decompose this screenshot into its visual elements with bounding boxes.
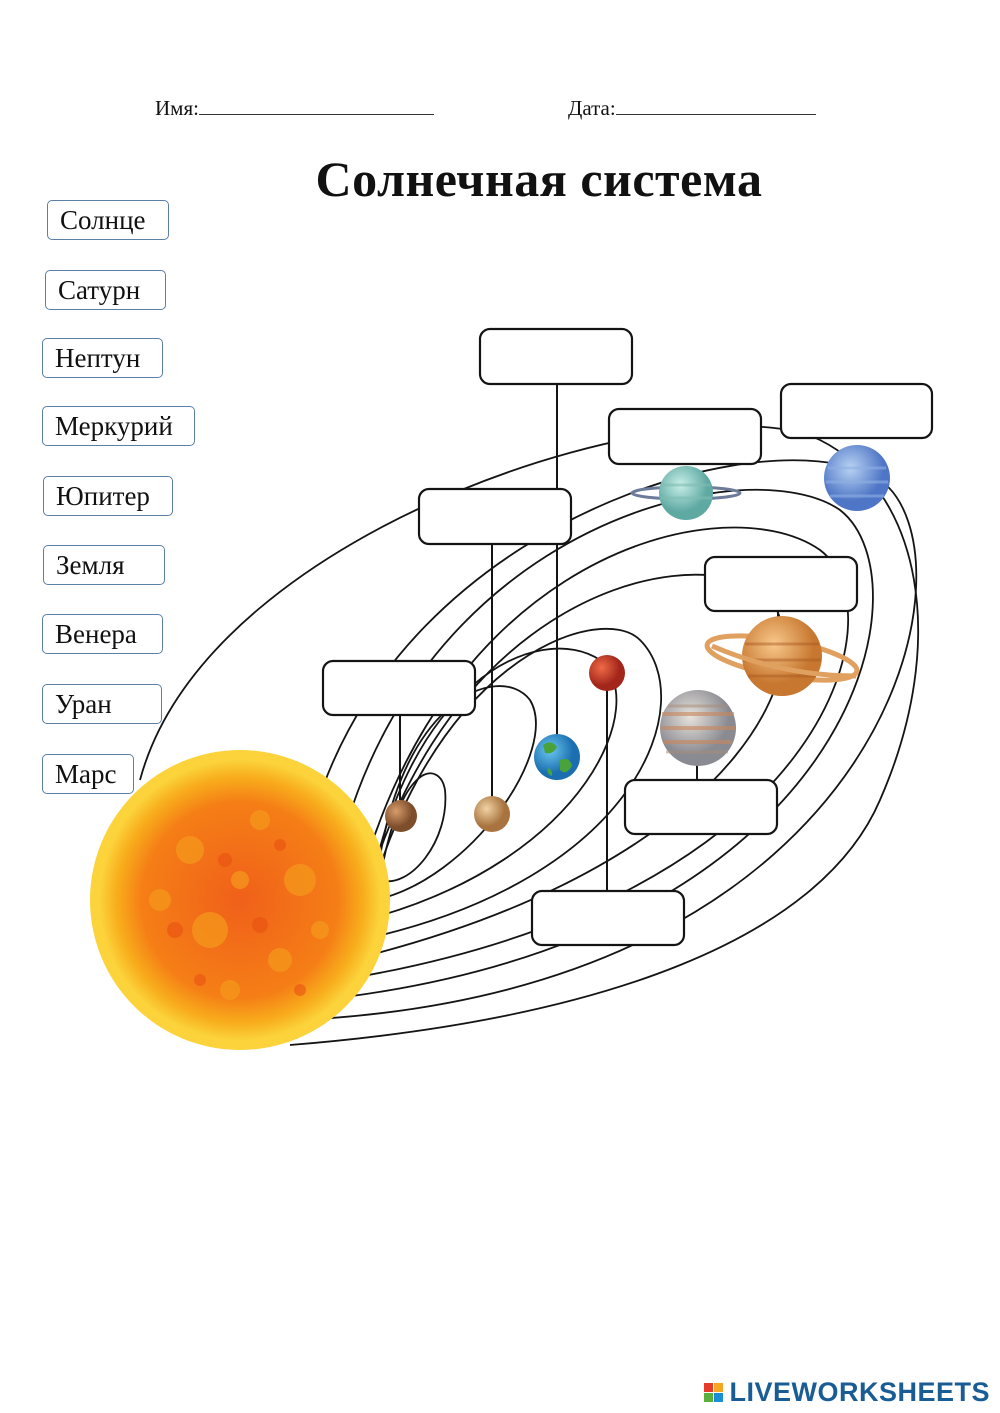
name-label: Имя: (155, 96, 199, 120)
footer-logo: LIVEWORKSHEETS (704, 1377, 990, 1407)
jupiter-planet (660, 690, 736, 766)
mars-planet (589, 655, 625, 691)
mercury-planet (385, 800, 417, 832)
uranus-planet (630, 466, 742, 520)
answer-box-top[interactable] (478, 327, 634, 386)
sun (90, 750, 390, 1050)
brand-name: LIVEWORKSHEETS (729, 1376, 990, 1407)
word-chip-neptune[interactable]: Нептун (42, 338, 163, 378)
answer-box-saturn[interactable] (703, 555, 859, 613)
word-chip-mercury[interactable]: Меркурий (42, 406, 195, 446)
answer-box-uranus[interactable] (607, 407, 763, 466)
venus-planet (474, 796, 510, 832)
word-chip-earth[interactable]: Земля (43, 545, 165, 585)
word-chip-uranus[interactable]: Уран (42, 684, 162, 724)
lws-tiles-icon (704, 1382, 724, 1402)
orbit-line (139, 425, 920, 1046)
date-label: Дата: (568, 96, 616, 120)
date-field: Дата: (568, 96, 816, 121)
answer-box-neptune[interactable] (779, 382, 934, 440)
word-chip-sun[interactable]: Солнце (47, 200, 169, 240)
saturn-planet (704, 616, 860, 696)
orbit-line (359, 627, 662, 941)
answer-box-mercury[interactable] (321, 659, 477, 717)
word-chip-saturn[interactable]: Сатурн (45, 270, 166, 310)
answer-box-venus[interactable] (417, 487, 573, 546)
date-blank[interactable] (615, 96, 816, 115)
page-title: Солнечная система (315, 151, 763, 207)
orbit-line (319, 488, 874, 1001)
name-field: Имя: (155, 96, 434, 121)
connector-lines (399, 384, 779, 892)
answer-box-jupiter[interactable] (623, 778, 779, 836)
word-chip-mars[interactable]: Марс (42, 754, 134, 794)
word-chip-jupiter[interactable]: Юпитер (43, 476, 173, 516)
word-chip-venus[interactable]: Венера (42, 614, 163, 654)
orbit-line (374, 685, 537, 901)
name-blank[interactable] (198, 96, 434, 115)
neptune-planet (824, 445, 890, 511)
solar-system-diagram (90, 327, 934, 1050)
answer-box-mars[interactable] (530, 889, 686, 947)
earth-planet (534, 734, 580, 780)
